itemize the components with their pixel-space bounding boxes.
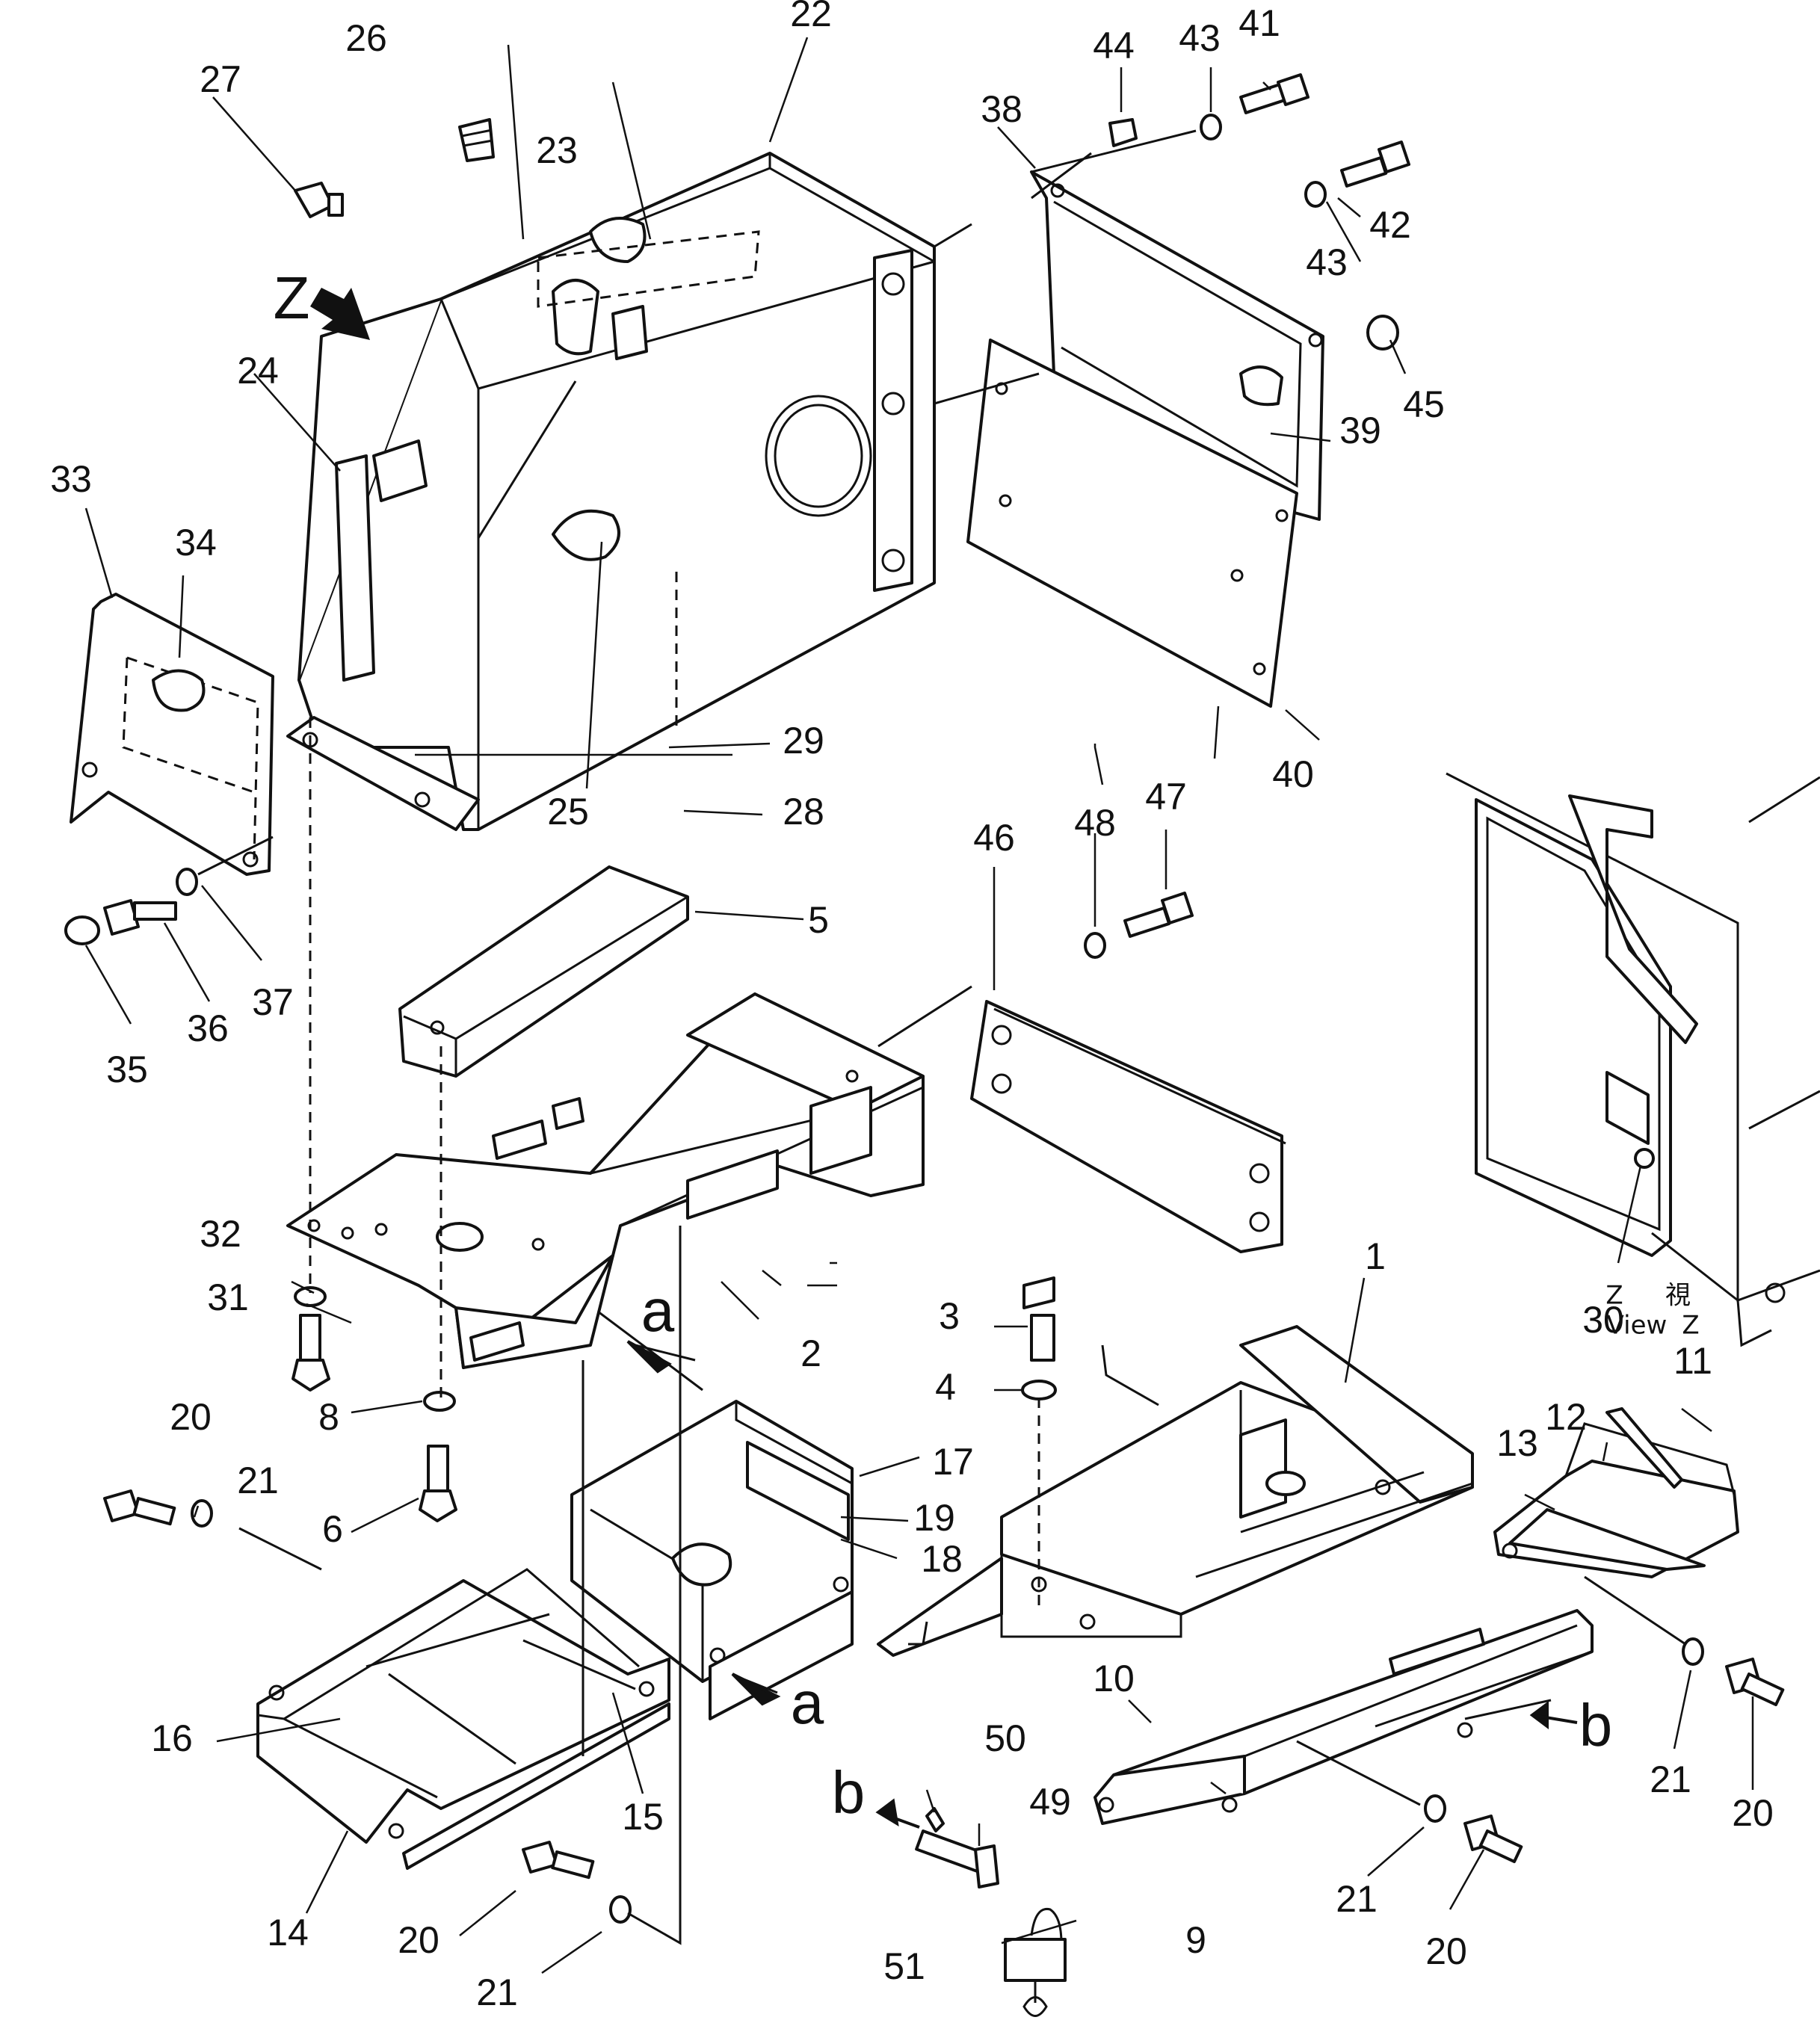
view-marker-a-top: a <box>641 1277 675 1344</box>
callout-33: 33 <box>50 458 92 500</box>
callout-35: 35 <box>106 1049 148 1090</box>
view-label-view: View <box>1607 1311 1668 1341</box>
lock-set-49-50-51 <box>915 1807 1067 2017</box>
view-markers: Z a a b b Z 視 View Z <box>274 265 1700 1826</box>
callout-47: 47 <box>1145 776 1187 818</box>
callout-50: 50 <box>984 1717 1026 1759</box>
leader-lines <box>84 37 1754 1974</box>
callout-5: 5 <box>808 899 829 941</box>
b-arrow-left-icon <box>875 1798 920 1829</box>
callout-45: 45 <box>1403 383 1445 425</box>
bottom-fasteners <box>103 1489 1785 1924</box>
view-label-kanji: 視 <box>1665 1281 1691 1311</box>
fasteners-41-45 <box>934 73 1410 405</box>
callout-49: 49 <box>1029 1781 1071 1823</box>
a-arrow-top-icon <box>626 1340 672 1374</box>
callout-16: 16 <box>151 1717 193 1759</box>
callout-30: 30 <box>1582 1299 1624 1341</box>
z-arrow-icon <box>310 288 370 340</box>
cap-26 <box>458 118 495 162</box>
b-arrow-right-icon <box>1529 1701 1578 1729</box>
callout-22: 22 <box>790 0 832 34</box>
frame-2 <box>286 992 925 1369</box>
callout-40: 40 <box>1272 753 1314 795</box>
bolt-set-35-36-37 <box>64 836 274 945</box>
callout-31: 31 <box>207 1276 249 1318</box>
callout-1: 1 <box>1365 1235 1386 1277</box>
callout-21-right: 21 <box>1650 1758 1691 1800</box>
callout-20-bottom: 20 <box>398 1919 439 1961</box>
callout-43-bottom: 43 <box>1306 241 1348 283</box>
a-arrow-bottom-icon <box>731 1673 781 1706</box>
callout-21-mid: 21 <box>1336 1878 1378 1920</box>
callout-8: 8 <box>318 1396 339 1438</box>
callout-32: 32 <box>200 1213 241 1255</box>
callout-21-left: 21 <box>237 1460 279 1501</box>
callout-9: 9 <box>1185 1919 1206 1961</box>
callout-43-top: 43 <box>1179 17 1221 59</box>
callout-48: 48 <box>1074 802 1116 844</box>
callout-26: 26 <box>345 17 387 59</box>
callout-38: 38 <box>981 88 1022 130</box>
plug-27 <box>294 182 344 218</box>
callout-18: 18 <box>921 1538 963 1580</box>
callout-24: 24 <box>237 350 279 392</box>
side-cover-33 <box>70 593 274 876</box>
callout-36: 36 <box>187 1007 229 1049</box>
view-marker-z: Z <box>274 265 310 331</box>
view-z-inset <box>1446 772 1820 1347</box>
callout-14: 14 <box>267 1912 309 1954</box>
callout-23: 23 <box>536 129 578 171</box>
callout-12: 12 <box>1545 1396 1587 1438</box>
view-marker-b-right: b <box>1579 1692 1613 1758</box>
plate-40 <box>966 339 1298 708</box>
tray-5 <box>398 865 689 1078</box>
frame-1 <box>877 1276 1474 1657</box>
callout-labels: 22 26 27 23 24 33 34 25 29 28 5 35 36 37… <box>50 0 1774 2013</box>
callout-29: 29 <box>783 720 824 762</box>
bracket-9-10 <box>1093 1609 1594 1825</box>
callout-37: 37 <box>252 981 294 1023</box>
fasteners-6-8-31-32 <box>291 717 457 1522</box>
callout-21-bottom: 21 <box>476 1971 518 2013</box>
assembly-lines <box>582 572 1552 1945</box>
callout-20-left: 20 <box>170 1396 212 1438</box>
callout-10: 10 <box>1093 1658 1135 1699</box>
callout-13: 13 <box>1496 1422 1538 1464</box>
callout-17: 17 <box>932 1441 974 1483</box>
callout-3: 3 <box>939 1295 960 1337</box>
callout-20-mid: 20 <box>1425 1930 1467 1972</box>
view-marker-b-left: b <box>832 1759 866 1826</box>
housing-22 <box>286 152 936 831</box>
callout-42: 42 <box>1369 204 1411 246</box>
callout-11: 11 <box>1674 1340 1712 1382</box>
plate-46 <box>877 892 1286 1253</box>
callout-19: 19 <box>913 1497 955 1539</box>
callout-27: 27 <box>200 58 241 100</box>
callout-51: 51 <box>883 1945 925 1987</box>
view-label-z-small: Z <box>1605 1281 1623 1311</box>
callout-34: 34 <box>175 522 217 563</box>
callout-4: 4 <box>935 1366 956 1408</box>
view-arrows <box>310 288 1578 1829</box>
callout-39: 39 <box>1339 410 1381 451</box>
guard-14-15-16 <box>256 1568 670 1870</box>
callout-46: 46 <box>973 817 1015 859</box>
view-label-z: Z <box>1682 1311 1699 1341</box>
callout-44: 44 <box>1093 25 1135 67</box>
callout-15: 15 <box>622 1796 664 1838</box>
callout-20-right: 20 <box>1732 1792 1774 1834</box>
callout-6: 6 <box>322 1508 343 1550</box>
callout-28: 28 <box>783 791 824 833</box>
callout-2: 2 <box>801 1332 821 1374</box>
view-marker-a-bottom: a <box>791 1670 824 1736</box>
bracket-11-12-13 <box>1493 1407 1739 1578</box>
callout-41: 41 <box>1238 2 1280 44</box>
callout-25: 25 <box>547 791 589 833</box>
